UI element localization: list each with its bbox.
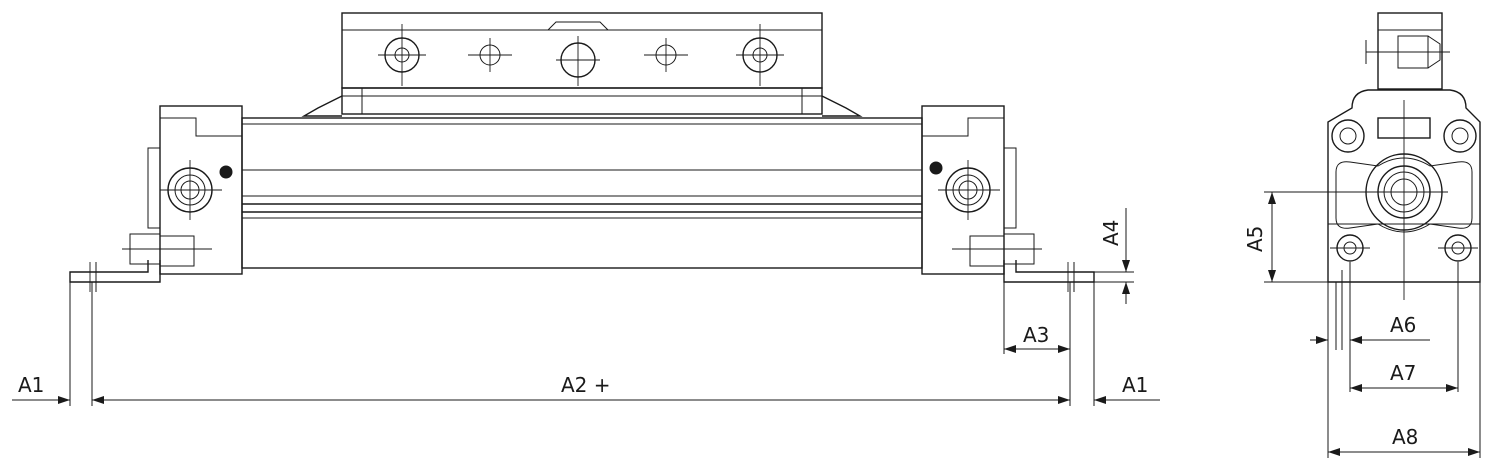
side-view (1327, 12, 1481, 350)
dim-label-a5: A5 (1243, 226, 1267, 252)
carriage-hole-3 (556, 36, 600, 86)
dim-label-a1-right: A1 (1122, 373, 1148, 397)
dim-label-a1-left: A1 (18, 373, 44, 397)
left-foot (69, 260, 161, 292)
front-dimensions: A1 A2 + A1 A3 A4 (12, 208, 1160, 406)
cylinder-tube (241, 117, 923, 269)
dim-label-a8: A8 (1392, 425, 1418, 449)
carriage-hole-4 (644, 38, 688, 72)
dim-label-a6: A6 (1390, 313, 1416, 337)
right-foot (1003, 260, 1095, 292)
carriage-hole-5 (736, 24, 784, 86)
carriage-hole-1 (378, 24, 426, 86)
carriage-hole-2 (468, 38, 512, 72)
dim-label-a3: A3 (1023, 323, 1049, 347)
side-bolt-top-left (1331, 119, 1365, 153)
dim-label-a7: A7 (1390, 361, 1416, 385)
side-bolt-bottom-right (1438, 234, 1478, 262)
carriage-block (301, 12, 863, 117)
side-dimensions: A5 A6 A7 A8 (1243, 191, 1481, 458)
side-bolt-bottom-left (1330, 234, 1370, 262)
dim-label-a4: A4 (1099, 220, 1123, 246)
side-bolt-top-right (1443, 119, 1477, 153)
left-end-cap (122, 105, 243, 275)
dim-label-a2: A2 + (561, 373, 611, 397)
front-view (69, 12, 1095, 292)
right-end-cap (921, 105, 1042, 275)
